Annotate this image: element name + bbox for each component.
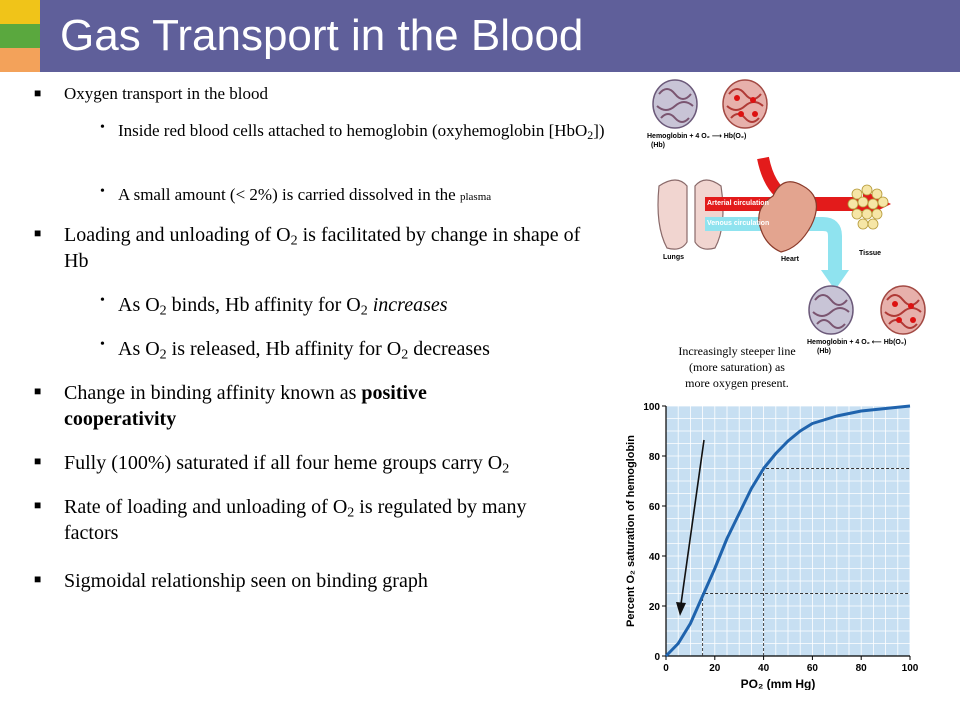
square-bullet-icon: ■ [34,226,42,240]
top-hb-label: (Hb) [651,142,665,149]
curve-annotation: Increasingly steeper line (more saturati… [678,344,796,390]
bullet-text: ]) [593,121,605,140]
y-tick-label: 40 [649,552,661,563]
bullet-text: is regulated by many factors [64,496,527,544]
square-bullet-icon: ■ [34,384,42,398]
y-tick-label: 20 [649,602,661,613]
bullet-text: Oxygen transport in the blood [64,84,268,103]
subscript: 2 [159,303,167,319]
arrowhead-icon [676,602,686,616]
accent-yellow-block [0,0,40,24]
square-bullet-icon: ■ [34,454,42,468]
x-tick-label: 0 [663,663,669,674]
subscript: 2 [290,233,298,249]
bullet-text: is facilitated by change in shape of Hb [64,224,581,272]
subscript: 2 [347,505,355,521]
x-tick-label: 100 [902,663,919,674]
heart-label: Heart [781,256,799,263]
x-tick-label: 80 [856,663,868,674]
y-axis-label: Percent O₂ saturation of hemoglobin [625,435,637,627]
dot-bullet-icon: • [100,184,105,199]
arterial-label: Arterial circulation [707,200,769,207]
venous-label: Venous circulation [707,220,770,227]
subscript: 2 [159,347,167,363]
dot-bullet-icon: • [100,337,105,352]
subscript: 2 [502,461,510,477]
y-tick-label: 80 [649,452,661,463]
circulation-illustration [652,79,926,335]
y-tick-label: 0 [654,652,660,663]
dot-bullet-icon: • [100,293,105,308]
venous-arrow-icon [705,217,849,290]
top-equation-label: Hemoglobin + 4 O₂ ⟶ Hb(O₂) [647,133,747,140]
lungs-label: Lungs [663,254,684,261]
hemoglobin-molecule-icon [808,285,854,335]
bullet-text: is released, Hb affinity for O [166,338,402,360]
bullet-text: A small amount (< 2%) is carried dissolv… [118,185,460,204]
subscript: 2 [360,303,368,319]
slide-title: Gas Transport in the Blood [60,11,584,60]
oxyhemoglobin-molecule-icon [880,285,926,335]
lungs-icon [657,179,724,250]
heart-icon [758,181,818,253]
annotation-arrow-icon [680,439,705,605]
bullet-text: As O [118,338,160,360]
bullet-text: decreases [408,338,490,360]
dot-bullet-icon: • [100,120,105,135]
bold-term: positive cooperativity [64,382,427,430]
square-bullet-icon: ■ [34,498,42,512]
small-text: plasma [459,191,492,203]
x-tick-label: 40 [758,663,770,674]
y-tick-label: 100 [643,402,660,413]
subscript: 2 [587,127,594,142]
emphasis-text: increases [372,294,448,316]
bottom-hb-label: (Hb) [817,348,831,355]
bullet-text: Inside red blood cells attached to hemog… [118,121,588,140]
subscript: 2 [401,347,409,363]
bullet-text: Sigmoidal relationship seen on binding g… [64,570,428,592]
bullet-text: Change in binding affinity known as [64,382,362,404]
title-bar: Gas Transport in the Blood [0,0,960,72]
hemoglobin-circulation-diagram: Hemoglobin + 4 O₂ ⟶ Hb(O₂) (Hb) Arterial… [645,76,935,358]
hemoglobin-molecule-icon [652,79,698,129]
square-bullet-icon: ■ [34,572,42,586]
bullet-text: Fully (100%) saturated if all four heme … [64,452,503,474]
x-tick-label: 60 [807,663,819,674]
square-bullet-icon: ■ [34,86,42,100]
tissue-icon [847,184,889,230]
y-tick-label: 60 [649,502,661,513]
bottom-equation-label: Hemoglobin + 4 O₂ ⟵ Hb(O₂) [807,339,907,346]
bullet-text: As O [118,294,160,316]
bullet-text: Loading and unloading of O [64,224,291,246]
accent-green-block [0,24,40,48]
bullet-text: Rate of loading and unloading of O [64,496,348,518]
tissue-label: Tissue [859,250,882,257]
oxyhemoglobin-molecule-icon [722,79,768,129]
accent-orange-block [0,48,40,72]
x-tick-label: 20 [709,663,721,674]
x-axis-label: PO₂ (mm Hg) [741,677,816,690]
bullet-text: binds, Hb affinity for O [166,294,361,316]
